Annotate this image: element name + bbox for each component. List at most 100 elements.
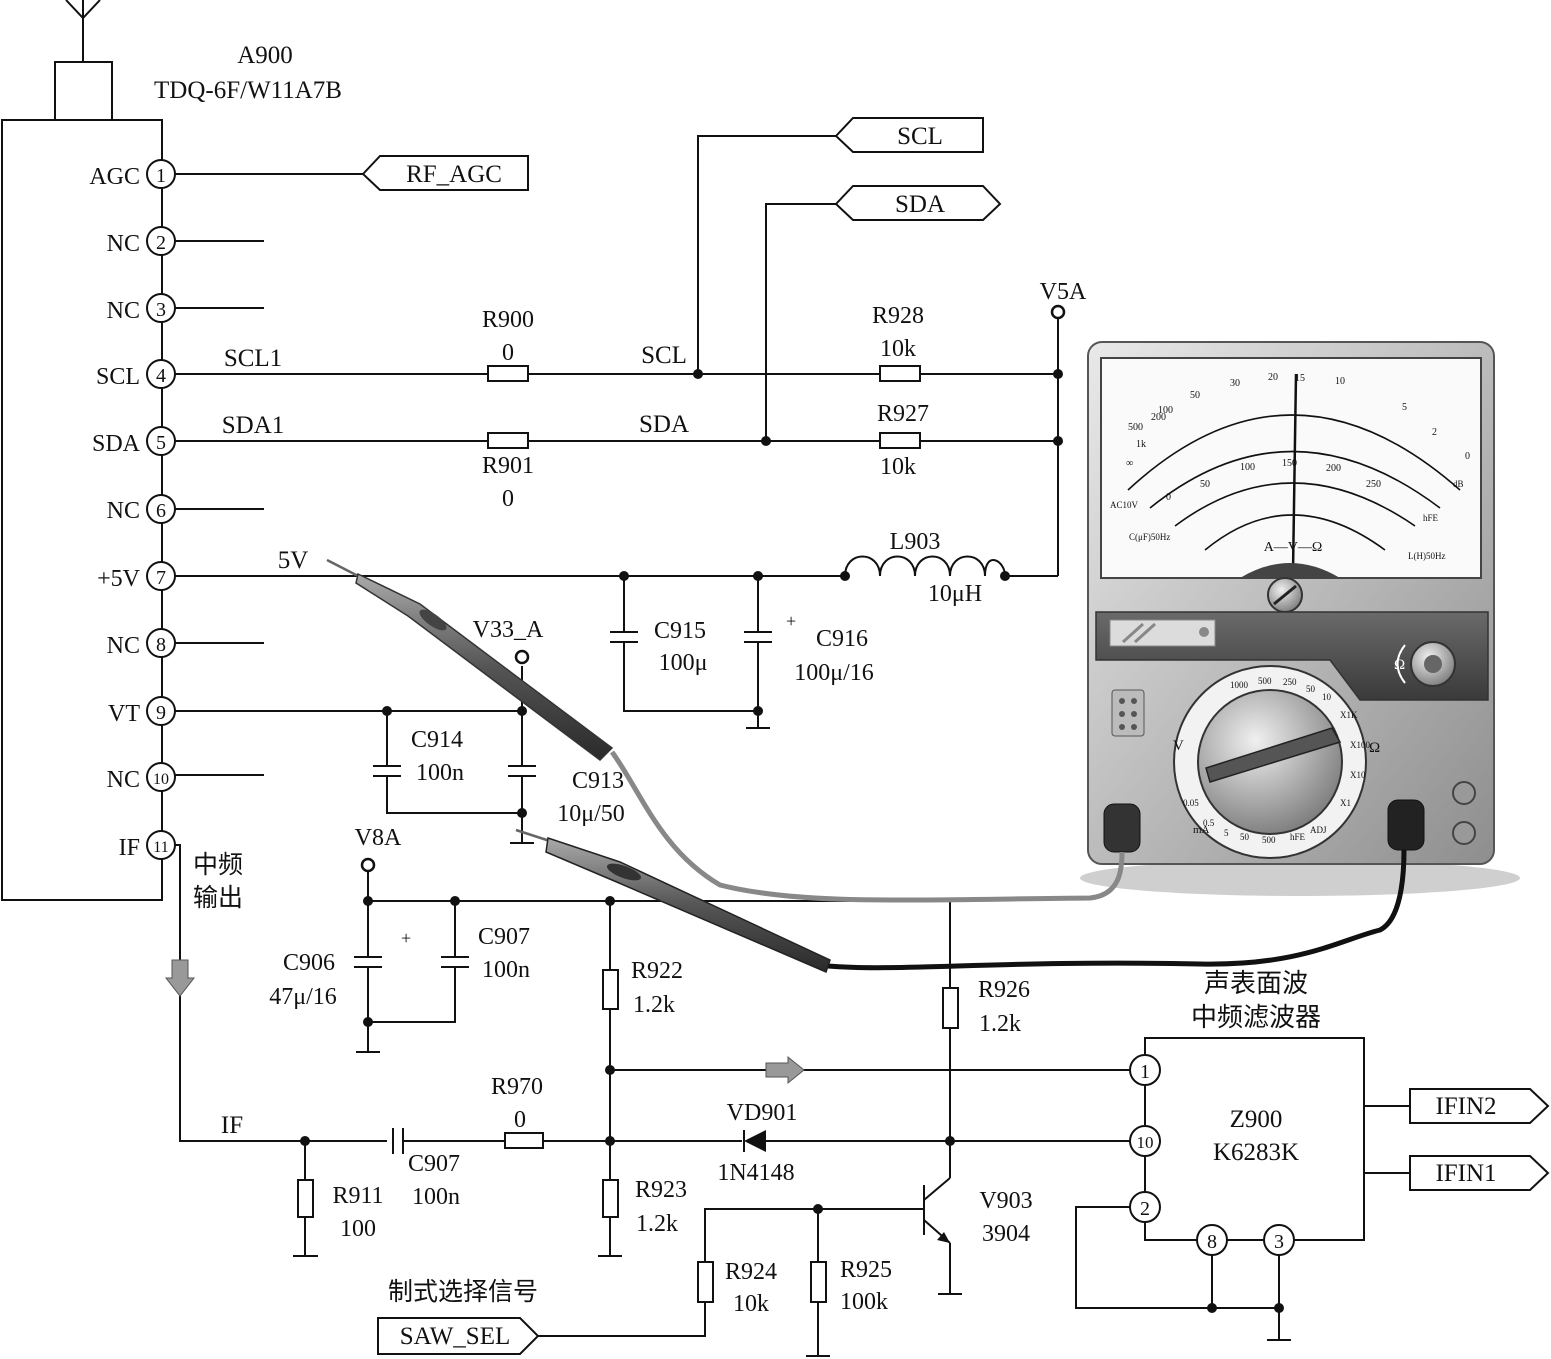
meter-tag-l: L(H)50Hz — [1408, 551, 1446, 561]
saw-title-1: 声表面波 — [1204, 969, 1308, 998]
meter-tag-ac10v: AC10V — [1110, 500, 1139, 510]
ohm-adjust-symbol: Ω — [1394, 657, 1405, 673]
pin-6-name: NC — [107, 498, 140, 524]
scale-tick-500: 500 — [1128, 422, 1143, 433]
pin-7-name: +5V — [97, 566, 141, 592]
ifin2-port — [1409, 1088, 1550, 1124]
rf-agc-net: RF_AGC — [175, 155, 529, 191]
pin-7: +5V 7 — [97, 561, 176, 592]
scl-port — [834, 117, 984, 153]
range-ma-5: 5 — [1224, 828, 1229, 838]
r922-val: 1.2k — [633, 992, 675, 1018]
r928-body — [879, 365, 921, 382]
sda1-label: SDA1 — [222, 412, 285, 439]
range-v-50: 50 — [1306, 684, 1316, 694]
saw-filter: 声表面波 中频滤波器 Z900 K6283K 1 10 2 8 3 IFIN2 … — [1075, 969, 1550, 1341]
scale-tick-2: 2 — [1432, 427, 1437, 438]
scale-tick-5: 5 — [1402, 402, 1407, 413]
ifin1-port — [1409, 1155, 1550, 1191]
z900-pin-10 — [1129, 1125, 1161, 1157]
r911-ref: R911 — [332, 1183, 383, 1209]
r924-body — [697, 1261, 714, 1303]
z900-pin-8-num: 8 — [1207, 1231, 1217, 1253]
l903-coil — [844, 555, 1006, 577]
meter-nameplate — [1109, 619, 1216, 647]
test-leads — [326, 558, 1407, 974]
pin-6-num: 6 — [156, 500, 166, 522]
r911-body — [297, 1179, 314, 1218]
red-probe-body[interactable] — [355, 572, 614, 761]
range-x100: X100 — [1350, 740, 1370, 750]
aux-jack-2[interactable] — [1452, 821, 1476, 845]
c916-plus: + — [786, 611, 796, 631]
hfe-socket[interactable] — [1111, 689, 1145, 737]
rf-agc-port — [361, 155, 529, 191]
meter-pivot-cover — [1240, 563, 1340, 578]
pin-2-name: NC — [107, 231, 140, 257]
red-probe-guard — [419, 609, 447, 631]
meter-tag-hfe: hFE — [1423, 513, 1439, 523]
l903-ref: L903 — [890, 529, 941, 555]
z900-ground-junction-2 — [1274, 1303, 1284, 1313]
range-selector-pointer — [1205, 727, 1342, 783]
range-v-values: 1000 500 250 50 10 — [1230, 676, 1332, 702]
saw-sel-label: SAW_SEL — [400, 1323, 511, 1350]
module-ref: A900 — [237, 42, 293, 69]
saw-sel-note: 制式选择信号 — [388, 1278, 538, 1306]
vd901-ref: VD901 — [727, 1100, 798, 1126]
c915-ref: C915 — [654, 618, 706, 644]
r900-body — [487, 365, 529, 382]
z900-pin-1-num: 1 — [1140, 1061, 1150, 1083]
r927-ref: R927 — [877, 401, 929, 427]
r901-val: 0 — [502, 486, 514, 512]
r926-val: 1.2k — [979, 1011, 1021, 1037]
ohm-adjust-knob-center — [1424, 655, 1442, 673]
c914-val: 100n — [416, 760, 464, 786]
range-ma-50: 50 — [1240, 832, 1250, 842]
supply-5v: 5V L903 10μH C915 100μ + C916 100μ/16 — [175, 529, 1058, 729]
c913-ground-junction — [517, 808, 527, 818]
r923-body — [602, 1179, 619, 1218]
range-ma-005: 0.05 — [1183, 798, 1199, 808]
ohm-adjust-arrow-icon — [1396, 644, 1406, 684]
com-jack-plug[interactable] — [1103, 803, 1141, 853]
black-lead-cable — [827, 849, 1407, 971]
scl-port-label: SCL — [897, 123, 943, 150]
if-out-label-2: 输出 — [193, 884, 243, 912]
v903-base-net — [704, 1208, 924, 1262]
r925-ref: R925 — [840, 1257, 892, 1283]
mid-tick-150: 150 — [1282, 458, 1297, 469]
range-ma-500: 500 — [1262, 835, 1276, 845]
ifin1-label: IFIN1 — [1435, 1160, 1496, 1187]
z900-ref: Z900 — [1230, 1106, 1283, 1133]
pin-2-num: 2 — [156, 232, 166, 254]
pin-4: SCL 4 — [96, 359, 176, 390]
pin-5-num: 5 — [156, 432, 166, 454]
meter-scale-v — [1149, 450, 1441, 509]
r926-body — [942, 987, 959, 1029]
meter-scale-hfe — [1174, 482, 1416, 527]
aux-jack-1[interactable] — [1452, 781, 1476, 805]
pin-11-num: 11 — [153, 839, 168, 856]
c914-ref: C914 — [411, 727, 463, 753]
pin-3-name: NC — [107, 298, 140, 324]
r923-val: 1.2k — [636, 1211, 678, 1237]
scale-tick-0: 0 — [1465, 451, 1470, 462]
range-ma-05: 0.5 — [1203, 818, 1215, 828]
pin-4-name: SCL — [96, 364, 140, 390]
r901-body — [487, 432, 529, 449]
range-adj: ADJ — [1310, 825, 1327, 835]
pin-7-num: 7 — [156, 567, 166, 589]
r922-body — [602, 969, 619, 1010]
if-net-label: IF — [221, 1112, 243, 1139]
c916-ref: C916 — [816, 626, 868, 652]
mid-tick-250: 250 — [1366, 479, 1381, 490]
positive-jack-plug[interactable] — [1387, 799, 1425, 851]
sda-net-label: SDA — [639, 411, 689, 438]
c906-ref: C906 — [283, 950, 335, 976]
r900-val: 0 — [502, 340, 514, 366]
pin-3-num: 3 — [156, 299, 166, 321]
hfe-hole-1 — [1119, 698, 1125, 704]
pin-9: VT 9 — [108, 696, 176, 727]
